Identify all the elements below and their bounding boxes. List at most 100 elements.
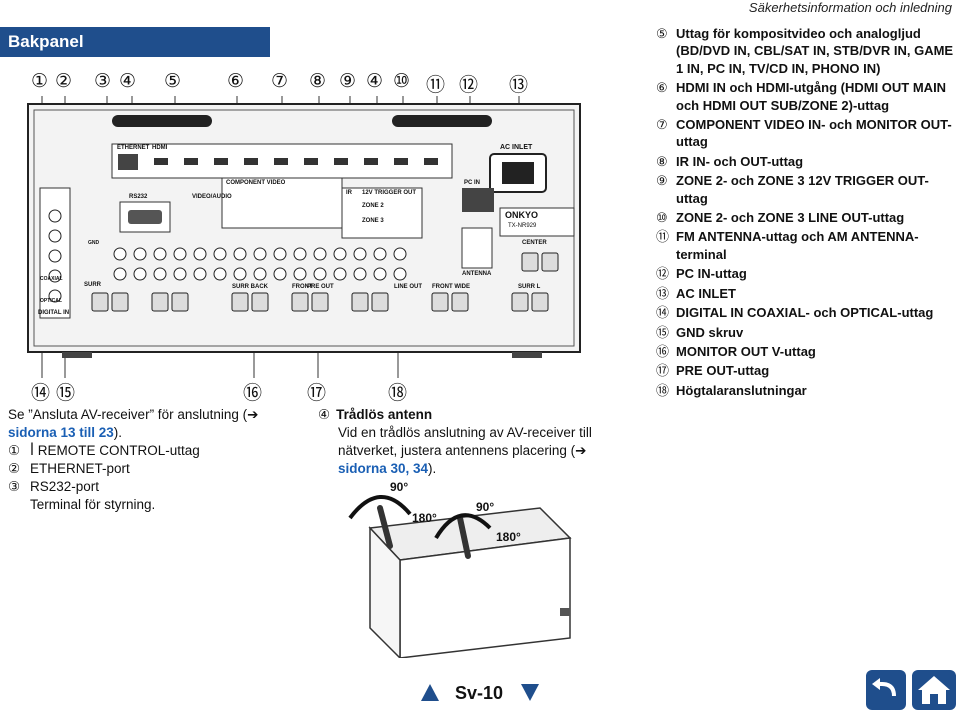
gnd-label: GND bbox=[88, 240, 100, 246]
list-item: ⑨ ZONE 2- och ZONE 3 12V TRIGGER OUT-utta… bbox=[656, 172, 956, 207]
item-num: ② bbox=[8, 461, 21, 476]
callout-11: ⑪ bbox=[426, 75, 446, 96]
next-page-arrow-icon[interactable] bbox=[521, 684, 539, 701]
callout-18: ⑱ bbox=[388, 383, 408, 404]
intro-pre: Se ”Ansluta AV-receiver” för anslutning … bbox=[8, 407, 259, 422]
callout-13: ⑬ bbox=[509, 75, 529, 96]
item-text: ETHERNET-port bbox=[30, 461, 130, 476]
wireless-num: ④ bbox=[318, 407, 331, 422]
item-text: FM ANTENNA-uttag och AM ANTENNA-terminal bbox=[676, 229, 919, 262]
item-num: ⑥ bbox=[656, 80, 668, 96]
ir-label: IR bbox=[346, 190, 352, 196]
item-text: ZONE 2- och ZONE 3 12V TRIGGER OUT-uttag bbox=[676, 173, 929, 206]
front-label: FRONT bbox=[292, 284, 313, 290]
item-num: ⑮ bbox=[656, 324, 670, 340]
item-text: IR IN- och OUT-uttag bbox=[676, 153, 804, 169]
callout-14: ⑭ bbox=[31, 383, 51, 404]
back-icon[interactable] bbox=[866, 670, 906, 710]
wireless-body-text: Vid en trådlös anslutning av AV-receiver… bbox=[338, 425, 592, 458]
item-num: ⑩ bbox=[656, 210, 668, 226]
callout-5: ⑤ bbox=[164, 71, 182, 92]
callout-10: ⑩ bbox=[393, 71, 411, 92]
surr-label: SURR bbox=[84, 282, 102, 288]
list-item: ⑩ ZONE 2- och ZONE 3 LINE OUT-uttag bbox=[656, 209, 956, 226]
item-num: ⑯ bbox=[656, 343, 670, 359]
antenna-label: ANTENNA bbox=[462, 271, 492, 277]
list-item: ⑮ GND skruv bbox=[656, 324, 956, 341]
antenna-illustration: 90° 180° 90° 180° bbox=[340, 478, 580, 660]
item-text: RS232-port bbox=[30, 479, 100, 494]
section-context: Säkerhetsinformation och inledning bbox=[748, 0, 952, 15]
intro-text: Se ”Ansluta AV-receiver” för anslutning … bbox=[8, 406, 298, 442]
zone3-label: ZONE 3 bbox=[362, 218, 384, 224]
model-label: TX-NR929 bbox=[508, 223, 537, 229]
digital-in-label: DIGITAL IN bbox=[38, 310, 70, 316]
item-text: Högtalaranslutningar bbox=[676, 382, 807, 398]
callout-6: ⑥ bbox=[227, 71, 245, 92]
wireless-antenna-section: ④ Trådlös antenn Vid en trådlös anslutni… bbox=[318, 406, 608, 478]
callout-17: ⑰ bbox=[307, 383, 327, 404]
list-item: ⑰ PRE OUT-uttag bbox=[656, 362, 956, 379]
item-subtext: Terminal för styrning. bbox=[30, 497, 156, 512]
item-text: PRE OUT-uttag bbox=[676, 363, 770, 379]
wireless-post: ). bbox=[428, 461, 437, 476]
callout-16: ⑯ bbox=[243, 383, 263, 404]
item-text: DIGITAL IN COAXIAL- och OPTICAL-uttag bbox=[676, 305, 934, 321]
item-text: MONITOR OUT V-uttag bbox=[676, 343, 816, 359]
item-text: AC INLET bbox=[676, 285, 736, 301]
callout-4: ④ bbox=[119, 71, 137, 92]
item-num: ⑦ bbox=[656, 117, 668, 133]
item-text: ꟾ REMOTE CONTROL-uttag bbox=[30, 443, 200, 458]
section-title: Bakpanel bbox=[0, 27, 270, 57]
prev-page-arrow-icon[interactable] bbox=[421, 684, 439, 701]
surr-l-label: SURR L bbox=[518, 284, 541, 290]
item-num: ① bbox=[8, 443, 21, 458]
item-num: ⑫ bbox=[656, 266, 670, 282]
list-item: ⑪ FM ANTENNA-uttag och AM ANTENNA-termina… bbox=[656, 228, 956, 263]
coaxial-label: COAXIAL bbox=[40, 276, 63, 282]
wireless-body: Vid en trådlös anslutning av AV-receiver… bbox=[318, 424, 608, 478]
item-num: ⑨ bbox=[656, 173, 668, 189]
list-item: ② ETHERNET-port bbox=[8, 460, 298, 478]
callout-1: ① bbox=[31, 71, 49, 92]
angle-label-3: 90° bbox=[476, 500, 495, 514]
list-item: ⑧ IR IN- och OUT-uttag bbox=[656, 153, 956, 170]
list-item: ⑫ PC IN-uttag bbox=[656, 265, 956, 282]
ethernet-label: ETHERNET bbox=[117, 145, 150, 151]
home-icon[interactable] bbox=[912, 670, 956, 710]
angle-label-1: 90° bbox=[390, 480, 409, 494]
list-item: ⑬ AC INLET bbox=[656, 285, 956, 302]
item-num: ⑪ bbox=[656, 229, 670, 245]
callout-7: ⑦ bbox=[271, 71, 289, 92]
front-wide-label: FRONT WIDE bbox=[432, 284, 470, 290]
callout-2: ② bbox=[55, 71, 73, 92]
video-audio-label: VIDEO/AUDIO bbox=[192, 194, 232, 200]
item-text: GND skruv bbox=[676, 324, 744, 340]
callout-12: ⑫ bbox=[459, 75, 479, 96]
list-item: ③ RS232-port bbox=[8, 478, 298, 496]
item-num: ⑧ bbox=[656, 153, 668, 169]
center-label: CENTER bbox=[522, 240, 547, 246]
angle-label-2: 180° bbox=[412, 511, 437, 525]
intro-post: ). bbox=[113, 425, 123, 440]
item-text: PC IN-uttag bbox=[676, 266, 747, 282]
callout-3: ③ bbox=[94, 71, 112, 92]
top-callouts: ① ② ③ ④ ⑤ ⑥ ⑦ ⑧ ⑨ ④ ⑩ ⑪ ⑫ ⑬ bbox=[0, 70, 580, 96]
item-num: ⑰ bbox=[656, 363, 670, 379]
callout-8: ⑧ bbox=[309, 71, 327, 92]
page-link-13-23[interactable]: sidorna 13 till 23 bbox=[8, 425, 114, 440]
callout-4b: ④ bbox=[366, 71, 384, 92]
list-item: ① ꟾ REMOTE CONTROL-uttag bbox=[8, 442, 298, 460]
item-text: HDMI IN och HDMI-utgång (HDMI OUT MAIN o… bbox=[676, 80, 947, 113]
item-num: ⑬ bbox=[656, 285, 670, 301]
callout-9: ⑨ bbox=[339, 71, 357, 92]
page-link-30-34[interactable]: sidorna 30, 34 bbox=[338, 461, 429, 476]
angle-label-4: 180° bbox=[496, 530, 521, 544]
rear-panel-diagram: ETHERNET HDMI AC INLET RS232 COMPONENT V… bbox=[22, 88, 584, 378]
item-num: ③ bbox=[8, 479, 21, 494]
item-text: ZONE 2- och ZONE 3 LINE OUT-uttag bbox=[676, 210, 905, 226]
